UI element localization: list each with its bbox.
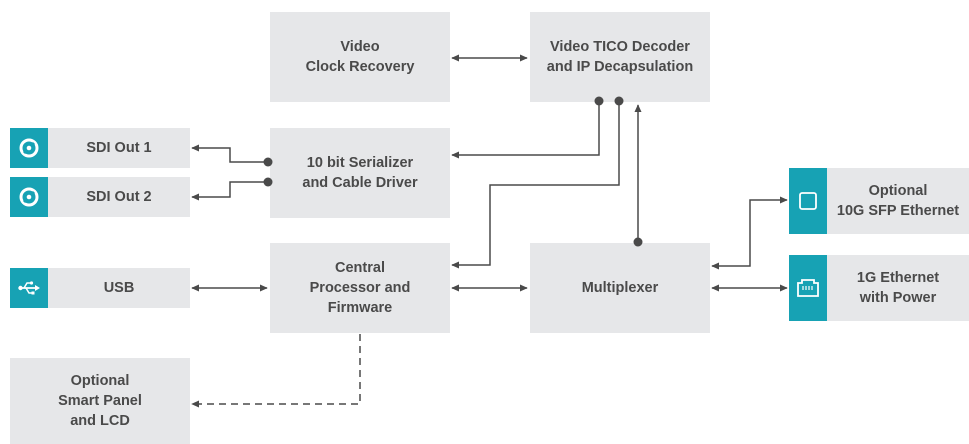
- serializer-to-sdi2-line: [191, 181, 268, 201]
- junction-dot: [614, 96, 624, 106]
- tico-decoder-block: Video TICO Decoder and IP Decapsulation: [530, 12, 710, 102]
- junction-dot: [633, 237, 643, 247]
- mux-to-sfp-line: [711, 196, 788, 270]
- serializer-to-sdi1-line: [191, 144, 268, 163]
- sdi-out-1-port: SDI Out 1: [10, 128, 190, 168]
- decoder-to-processor-line: [451, 102, 620, 269]
- sdi-out-1-label: SDI Out 1: [86, 140, 152, 156]
- ethernet-label: 1G Ethernet with Power: [856, 270, 940, 306]
- junction-dot: [263, 157, 273, 167]
- rj45-port-icon: [789, 255, 827, 321]
- processor-to-panel-line: [191, 334, 361, 408]
- ethernet-port: 1G Ethernet with Power: [789, 255, 969, 321]
- serializer-block: 10 bit Serializer and Cable Driver: [270, 128, 450, 218]
- bnc-connector-icon: [10, 128, 48, 168]
- sdi-out-2-label: SDI Out 2: [86, 189, 152, 205]
- usb-label: USB: [103, 280, 135, 296]
- junction-dot: [594, 96, 604, 106]
- sfp-port: Optional 10G SFP Ethernet: [789, 168, 969, 234]
- decoder-to-serializer-line: [451, 102, 600, 159]
- video-clock-recovery-block: Video Clock Recovery: [270, 12, 450, 102]
- sdi-out-2-port: SDI Out 2: [10, 177, 190, 217]
- smart-panel-block: Optional Smart Panel and LCD: [10, 358, 190, 444]
- sfp-port-icon: [789, 168, 827, 234]
- bnc-connector-icon: [10, 177, 48, 217]
- central-processor-block: Central Processor and Firmware: [270, 243, 450, 333]
- multiplexer-block: Multiplexer: [530, 243, 710, 333]
- sfp-label: Optional 10G SFP Ethernet: [836, 183, 960, 219]
- usb-icon: [10, 268, 48, 308]
- usb-port: USB: [10, 268, 190, 308]
- junction-dot: [263, 177, 273, 187]
